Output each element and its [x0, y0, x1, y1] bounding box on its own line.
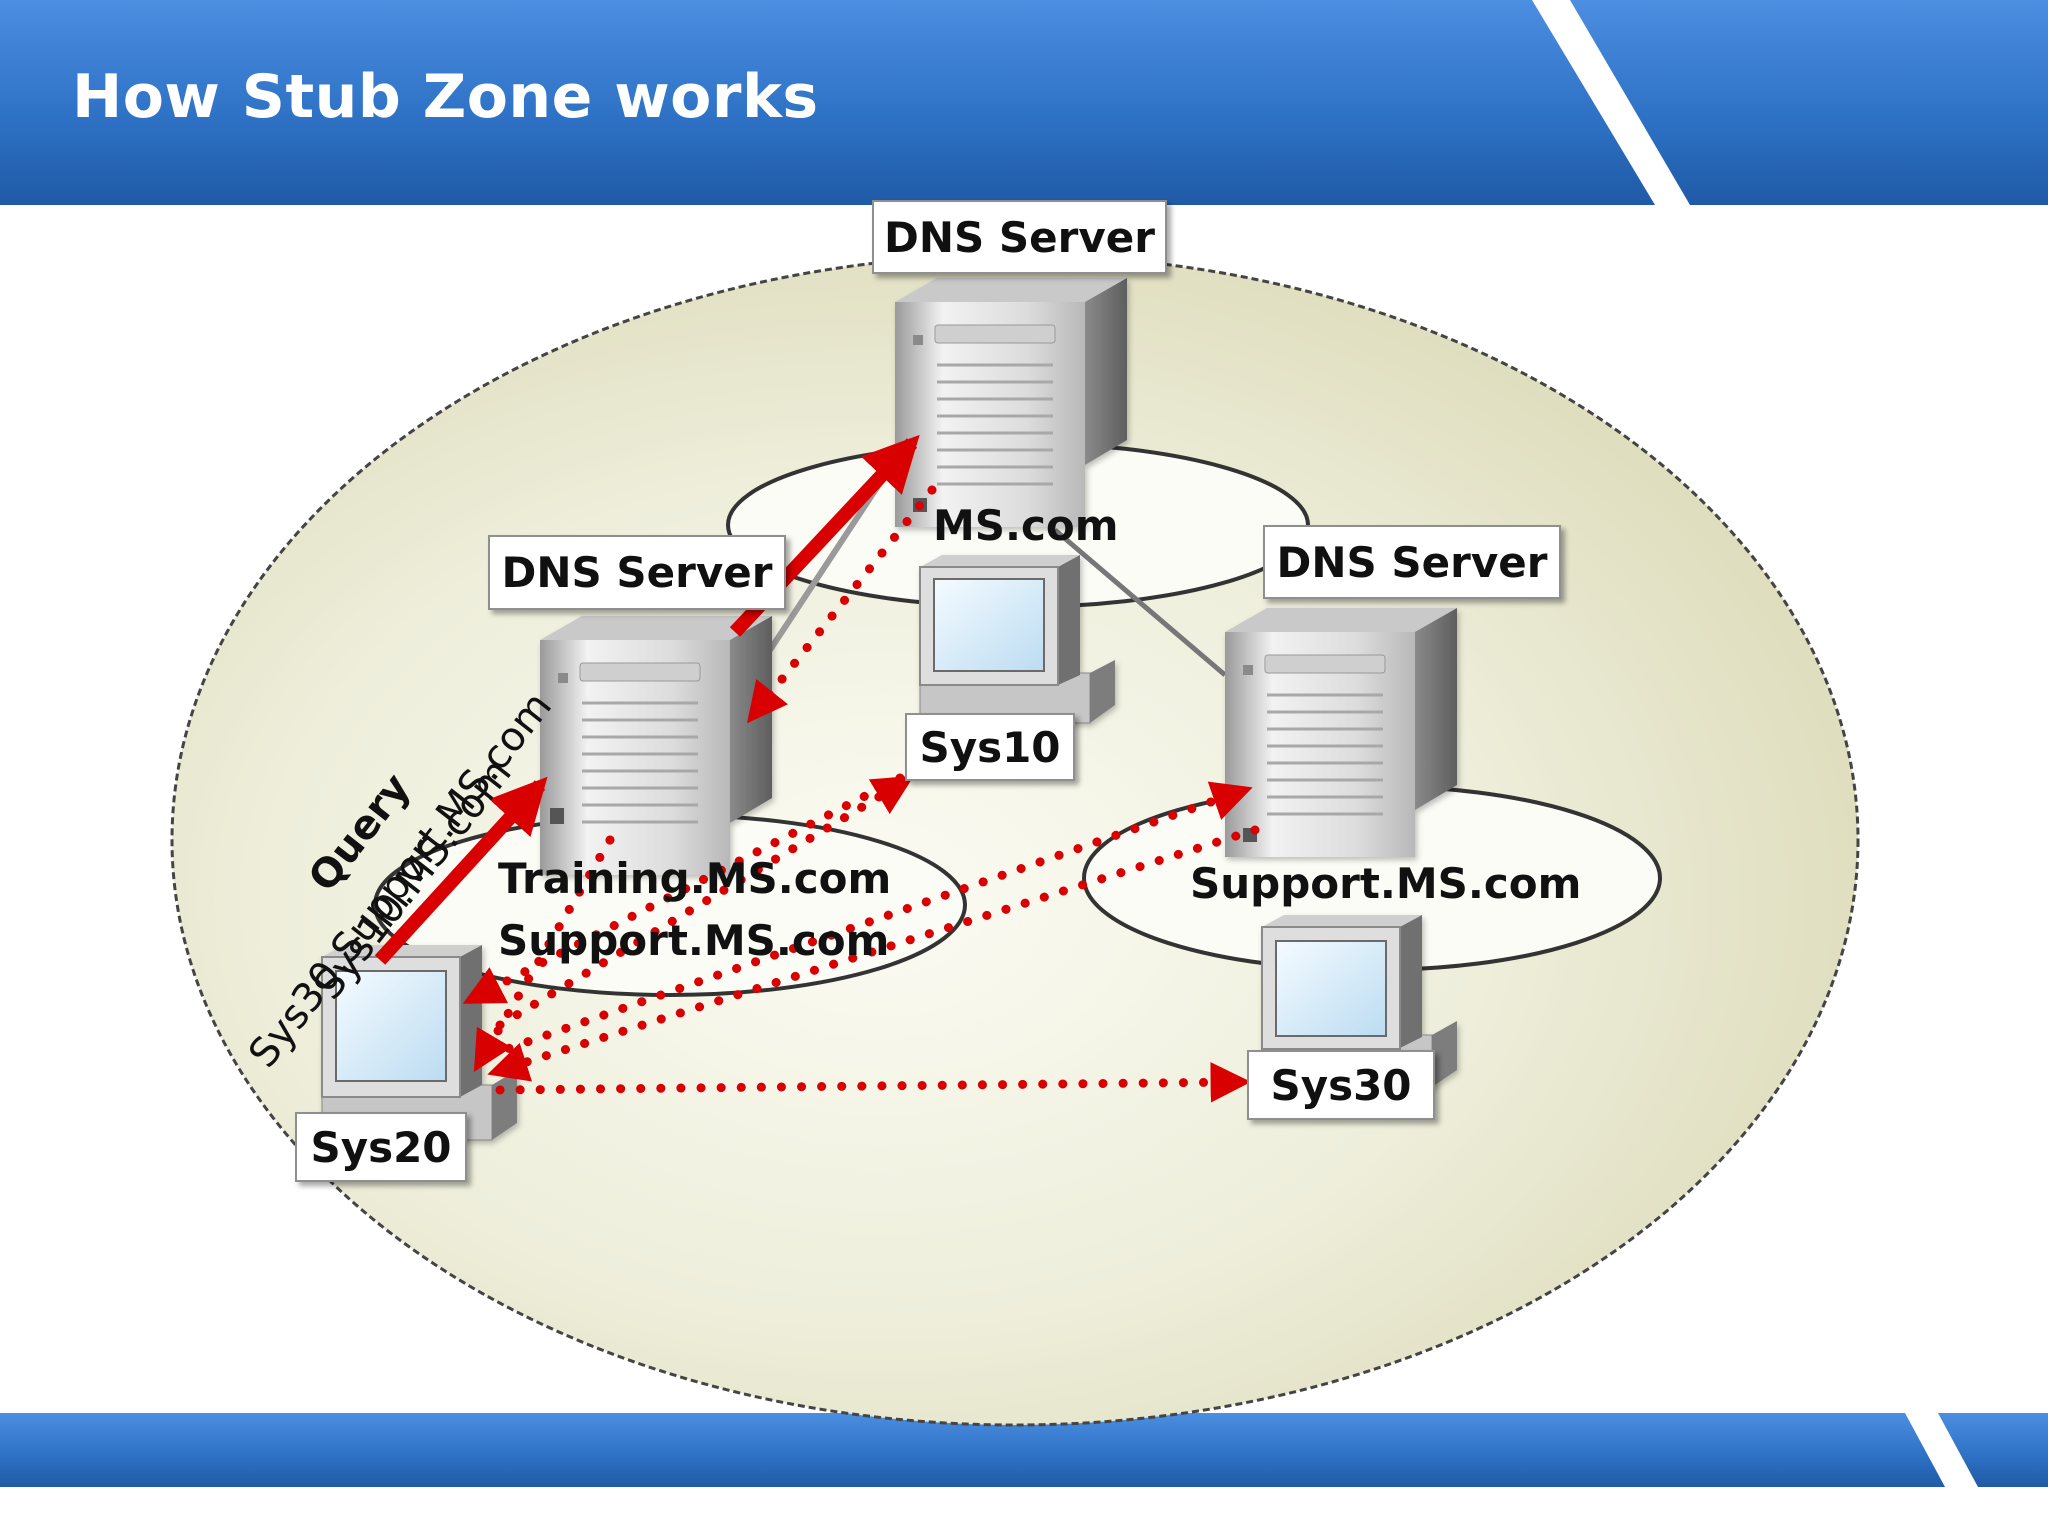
dns-server-label-top: DNS Server: [872, 200, 1167, 274]
arrow-icon: [495, 1062, 1252, 1103]
top-banner-tab: [1570, 0, 2048, 205]
arrow-icon: [374, 776, 548, 965]
arrow-icon: [485, 781, 1253, 1060]
dns-server-label-right: DNS Server: [1263, 525, 1561, 599]
arrow-icon: [746, 485, 937, 724]
bottom-banner-tab: [1938, 1413, 2048, 1487]
sys30-label: Sys30: [1247, 1050, 1435, 1120]
sys20-label: Sys20: [295, 1112, 467, 1182]
sys10-label: Sys10: [905, 713, 1075, 781]
bottom-banner: [0, 1413, 1945, 1487]
arrow-icon: [487, 825, 1260, 1082]
slide-title: How Stub Zone works: [72, 62, 819, 132]
zone-label-training-stub: Support.MS.com: [498, 916, 890, 965]
server-tower-icon: [1225, 608, 1457, 857]
zone-label-training: Training.MS.com: [498, 854, 892, 903]
arrow-icon: [473, 835, 615, 1072]
dns-server-label-left: DNS Server: [488, 535, 786, 610]
arrow-icon: [495, 775, 914, 1030]
zone-label-ms: MS.com: [933, 501, 1119, 550]
server-tower-icon: [895, 278, 1127, 527]
top-banner: [0, 0, 1655, 205]
workstation-monitor-icon: [919, 555, 1115, 724]
link-root-support: [1053, 528, 1227, 677]
zone-label-support: Support.MS.com: [1190, 859, 1582, 908]
